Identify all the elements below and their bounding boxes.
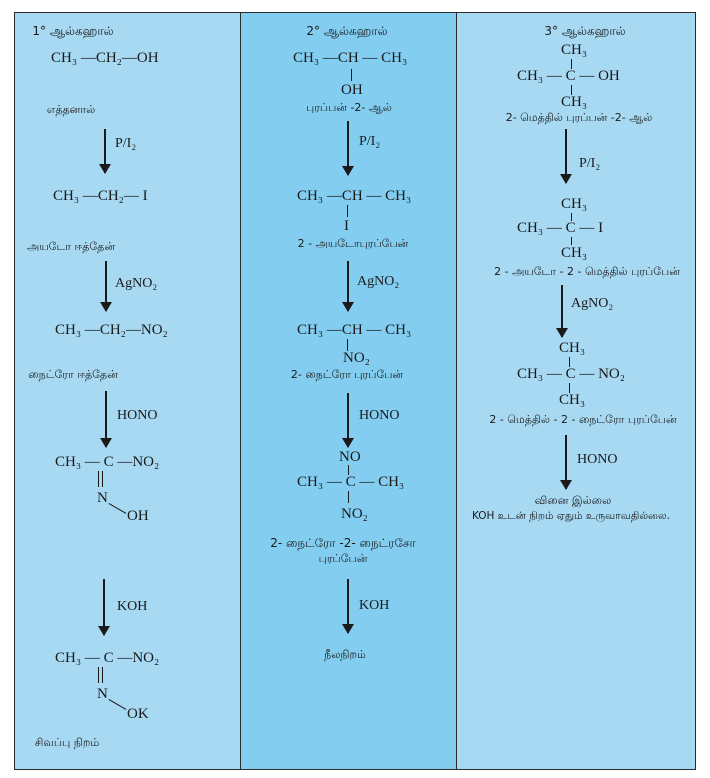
salt-formula: CH₃ — C —NO₂ [55, 650, 160, 666]
reaction-table: 1° ஆல்கஹால் CH₃ —CH₂—OH எத்தனால் P/I₂ CH… [14, 12, 696, 770]
col2-header: 2° ஆல்கஹால் [306, 24, 388, 38]
salt-n: N [97, 686, 108, 702]
nitroethane-formula: CH₃ —CH₂—NO₂ [55, 322, 168, 338]
nitrolic-acid-formula: CH₃ — C —NO₂ [55, 454, 160, 470]
bond-top [569, 357, 571, 367]
nitrolic-acid-oh: OH [127, 508, 149, 524]
pseudonitrol-name-line1: 2- நைட்ரோ -2- நைட்ரசோ [270, 536, 416, 550]
iodopropane-name: 2 - அயடோபுரப்பேன் [297, 237, 409, 250]
nitrolic-acid-n: N [97, 490, 108, 506]
primary-alcohol-column: 1° ஆல்கஹால் CH₃ —CH₂—OH எத்தனால் P/I₂ CH… [15, 13, 241, 769]
iodo-formula: CH₃ — C — I [517, 220, 604, 236]
bond-no2 [348, 491, 350, 503]
tertiary-alcohol-column: 3° ஆல்கஹால் CH₃ CH₃ — C — OH CH₃ 2- மெத்… [457, 13, 695, 769]
nitro-bottom-ch3: CH₃ [559, 392, 586, 408]
double-bond [98, 471, 103, 487]
bond-bottom [571, 85, 573, 95]
salt-ok: OK [127, 706, 149, 722]
reagent-pi2: P/I₂ [359, 134, 381, 149]
arrow-4 [342, 579, 354, 634]
propan2ol-name: புரப்பன் -2- ஆல் [306, 101, 392, 114]
arrow-2 [342, 261, 354, 312]
no-reaction-result: வினை இல்லை [534, 494, 612, 507]
pseudonitrol-name-line2: புரப்பேன் [318, 552, 368, 565]
bond-top [571, 59, 573, 69]
arrow-4 [98, 579, 110, 636]
arrow-3 [560, 435, 572, 490]
nitro-top-ch3: CH₃ [559, 340, 586, 356]
reagent-hono: HONO [577, 452, 618, 467]
arrow-1 [99, 129, 111, 174]
blue-colour-result: நீலநிறம் [324, 648, 366, 661]
reagent-hono: HONO [359, 408, 400, 423]
propan2ol-oh: OH [341, 82, 363, 98]
arrow-2 [556, 285, 568, 338]
reagent-agno2: AgNO₂ [115, 276, 158, 291]
iodopropane-i: I [344, 218, 349, 234]
reagent-agno2: AgNO₂ [571, 296, 614, 311]
iodo-top-ch3: CH₃ [561, 196, 588, 212]
tbutanol-formula: CH₃ — C — OH [517, 68, 620, 84]
iodoethane-name: அயடோ ஈத்தேன் [26, 240, 116, 253]
reagent-pi2: P/I₂ [115, 136, 137, 151]
bond-no [348, 465, 350, 475]
tbutanol-top-ch3: CH₃ [561, 42, 588, 58]
pseudonitrol-no2: NO₂ [341, 506, 368, 522]
arrow-3 [100, 391, 112, 448]
nitroethane-name: நைட்ரோ ஈத்தேன் [28, 368, 118, 381]
arrow-1 [342, 121, 354, 176]
bond-no2 [347, 339, 349, 351]
nitro-formula: CH₃ — C — NO₂ [517, 366, 625, 382]
iodopropane-formula: CH₃ —CH — CH₃ [297, 188, 412, 204]
col3-header: 3° ஆல்கஹால் [544, 24, 626, 38]
iodo-name: 2 - அயடோ - 2 - மெத்தில் புரப்பேன் [494, 265, 680, 278]
bond-n-ok [108, 699, 127, 711]
bond-oh [351, 69, 353, 81]
ethanol-formula: CH₃ —CH₂—OH [51, 50, 159, 66]
propan2ol-formula: CH₃ —CH — CH₃ [293, 50, 408, 66]
secondary-alcohol-column: 2° ஆல்கஹால் CH₃ —CH — CH₃ OH புரப்பன் -2… [241, 13, 457, 769]
iodo-bottom-ch3: CH₃ [561, 245, 588, 261]
reagent-pi2: P/I₂ [579, 156, 601, 171]
bond-bottom [571, 237, 573, 245]
nitro-name: 2 - மெத்தில் - 2 - நைட்ரோ புரப்பேன் [489, 413, 677, 426]
col1-header: 1° ஆல்கஹால் [32, 24, 114, 38]
bond-n-oh [108, 503, 127, 515]
nitropropane-formula: CH₃ —CH — CH₃ [297, 322, 412, 338]
arrow-1 [560, 129, 572, 184]
red-colour-result: சிவப்பு நிறம் [34, 736, 100, 749]
pseudonitrol-formula: CH₃ — C — CH₃ [297, 474, 405, 490]
bond-top [571, 213, 573, 221]
nitropropane-no2: NO₂ [343, 350, 370, 366]
no-colour-note: KOH உடன் நிறம் ஏதும் உருவாவதில்லை. [471, 510, 671, 522]
iodoethane-formula: CH₃ —CH₂— I [53, 188, 148, 204]
tbutanol-bottom-ch3: CH₃ [561, 94, 588, 110]
reagent-koh: KOH [359, 598, 390, 613]
tbutanol-name: 2- மெத்தில் புரப்பன் -2- ஆல் [505, 111, 653, 124]
reagent-koh: KOH [117, 599, 148, 614]
bond-i [347, 205, 349, 217]
arrow-2 [100, 261, 112, 312]
pseudonitrol-no: NO [339, 449, 361, 465]
nitropropane-name: 2- நைட்ரோ புரப்பேன் [290, 368, 404, 381]
reagent-hono: HONO [117, 408, 158, 423]
ethanol-name: எத்தனால் [46, 103, 96, 116]
bond-bottom [569, 383, 571, 393]
arrow-3 [342, 393, 354, 448]
double-bond [98, 667, 103, 683]
reagent-agno2: AgNO₂ [357, 274, 400, 289]
